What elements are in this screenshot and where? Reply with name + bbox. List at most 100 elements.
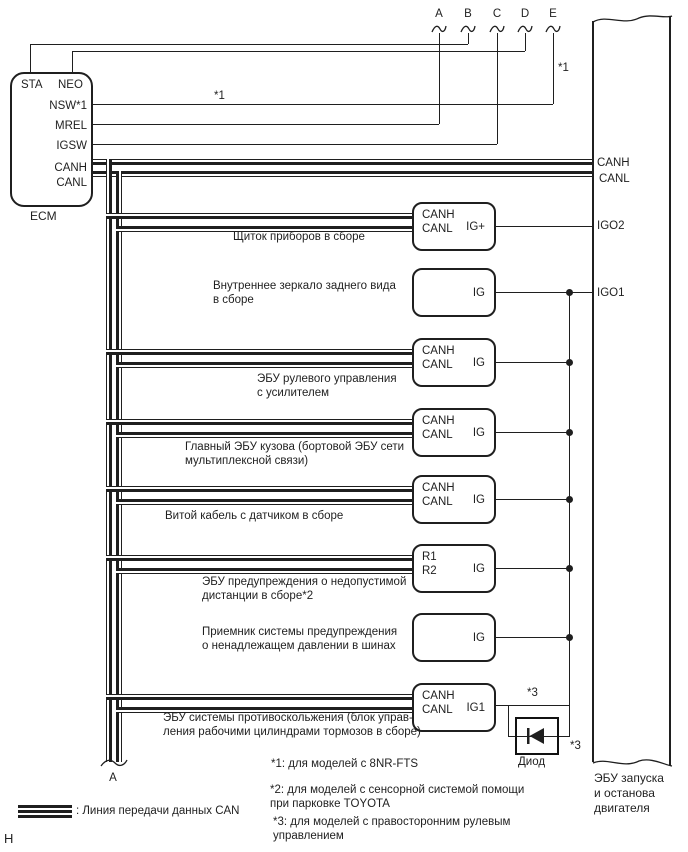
can-bus-canl-main: [91, 171, 592, 177]
can-branch-skidcontrol-canl: [116, 707, 414, 713]
component-name-power-steering: ЭБУ рулевого управления с усилителем: [257, 373, 397, 399]
asterisk-e-line: *1: [558, 62, 569, 74]
wire-igo1-trunk-vertical: [569, 292, 570, 736]
junction-dot: [566, 565, 573, 572]
trunk-box-top-break: [592, 15, 673, 23]
pin-ig: IG: [472, 493, 485, 506]
component-name-inner-mirror: Внутреннее зеркало заднего вида в сборе: [213, 280, 396, 306]
ecm-box: STA NEO NSW*1 MREL IGSW CANH CANL: [10, 72, 93, 207]
wire-igplus-to-igo2: [494, 226, 592, 227]
trunk-pin-igo2: IGO2: [597, 220, 625, 232]
pin-ig: IG+: [466, 220, 485, 233]
component-name-tire-pressure-receiver: Приемник системы предупреждения о ненадл…: [202, 626, 398, 652]
can-bus-canh-vertical: [106, 159, 112, 762]
trunk-box-left-edge: [592, 21, 594, 762]
can-line-legend-text: : Линия передачи данных CAN: [76, 805, 240, 817]
connector-label-b: B: [464, 8, 472, 20]
asterisk-nsw-line: *1: [214, 90, 225, 102]
break-icon: [460, 25, 476, 33]
wire-ig-steering: [494, 362, 570, 363]
junction-dot: [566, 289, 573, 296]
component-name-spiral-cable: Витой кабель с датчиком в сборе: [165, 510, 344, 522]
wire-connector-a-vertical: [439, 33, 440, 124]
can-branch-steering-canl: [116, 362, 414, 368]
break-icon: [517, 25, 533, 33]
ecm-pin-sta: STA: [21, 79, 43, 91]
break-icon: [431, 25, 447, 33]
can-branch-skidcontrol-canh: [106, 694, 414, 700]
can-bus-canl-vertical: [116, 171, 122, 762]
connector-label-c: C: [492, 8, 502, 20]
asterisk-skid-diode: *3: [570, 740, 581, 752]
ecm-pin-nsw: NSW*1: [49, 100, 87, 112]
wire-sta-horizontal: [30, 44, 468, 45]
ecm-pin-canh: CANH: [54, 162, 87, 174]
note-1: *1: для моделей с 8NR-FTS: [271, 758, 419, 770]
ecm-pin-mrel: MREL: [55, 120, 87, 132]
ecm-pin-igsw: IGSW: [56, 140, 87, 152]
footer-page-letter: H: [4, 831, 14, 846]
diode-icon: [527, 728, 544, 744]
wire-ig-tirepressure: [494, 637, 570, 638]
ecm-pin-neo: NEO: [58, 79, 83, 91]
trunk-box-right-edge: [669, 16, 671, 766]
wire-sta-vertical: [30, 44, 31, 72]
can-line-legend-swatch: [18, 805, 72, 818]
trunk-box-caption: ЭБУ запуска и останова двигателя: [594, 771, 664, 815]
wire-ig-mainbody: [494, 432, 570, 433]
pin-ig: IG: [472, 286, 485, 299]
wire-ig-spiralcable: [494, 499, 570, 500]
component-name-main-body-ecu: Главный ЭБУ кузова (бортовой ЭБУ сети му…: [185, 441, 405, 467]
wire-nsw-horizontal: [91, 104, 553, 105]
can-bus-canh-main: [91, 159, 592, 165]
can-branch-steering-canh: [106, 349, 414, 355]
connector-label-d: D: [520, 8, 530, 20]
can-branch-distancewarning-r2: [116, 568, 414, 574]
diode-label: Диод: [518, 756, 546, 768]
pin-ig: IG: [472, 562, 485, 575]
connector-label-e: E: [549, 8, 557, 20]
can-branch-distancewarning-r1: [106, 555, 414, 561]
trunk-pin-igo1: IGO1: [597, 287, 625, 299]
ecm-label: ECM: [30, 209, 57, 223]
break-icon: [489, 25, 505, 33]
can-branch-cluster-canl: [116, 226, 414, 232]
wire-ig-distancewarning: [494, 568, 570, 569]
can-branch-cluster-canh: [106, 213, 414, 219]
junction-dot: [566, 496, 573, 503]
trunk-box-bottom-break: [592, 759, 673, 767]
junction-dot: [566, 634, 573, 641]
break-icon: [545, 25, 561, 33]
wire-mrel-horizontal: [91, 124, 439, 125]
wire-connector-e-vertical: [553, 33, 554, 104]
ecm-pin-canl: CANL: [56, 177, 87, 189]
junction-dot: [566, 429, 573, 436]
wire-diode-drop: [508, 705, 509, 736]
trunk-pin-canh: CANH: [597, 157, 630, 169]
wire-connector-b-vertical: [468, 33, 469, 44]
component-box-inner-mirror: IG: [412, 268, 496, 317]
can-branch-mainbody-canh: [106, 419, 414, 425]
can-branch-spiralcable-canh: [106, 486, 414, 492]
diode-box: [515, 717, 559, 755]
component-box-tire-pressure-receiver: IG: [412, 613, 496, 662]
connector-label-bottom-a: A: [109, 772, 117, 784]
component-name-skid-control: ЭБУ системы противоскольжения (блок упра…: [163, 712, 421, 738]
pin-ig: IG: [472, 426, 485, 439]
wire-connector-d-vertical: [525, 33, 526, 51]
asterisk-skid-top: *3: [527, 687, 538, 699]
break-icon: [100, 759, 128, 767]
